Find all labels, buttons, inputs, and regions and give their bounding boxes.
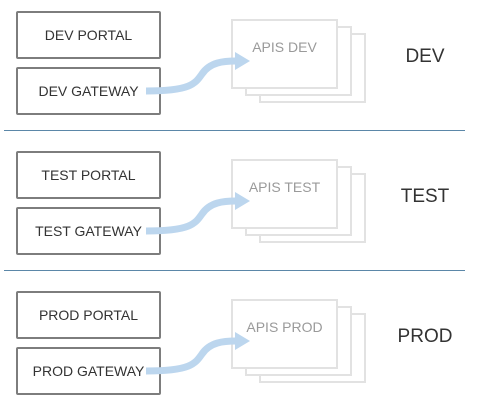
prod-portal-label: PROD PORTAL bbox=[38, 307, 139, 323]
dev-portal-box: DEV PORTAL bbox=[16, 11, 161, 59]
test-apis-label: APIS TEST bbox=[248, 179, 321, 195]
dev-gateway-box: DEV GATEWAY bbox=[16, 67, 161, 115]
test-api-stack-card-front: APIS TEST bbox=[231, 159, 338, 229]
prod-portal-box: PROD PORTAL bbox=[16, 291, 161, 339]
test-gateway-box: TEST GATEWAY bbox=[16, 207, 161, 255]
dev-apis-label: APIS DEV bbox=[252, 39, 317, 55]
dev-portal-label: DEV PORTAL bbox=[44, 27, 133, 43]
prod-arrow-icon bbox=[145, 332, 250, 375]
prod-env-label: PROD bbox=[397, 326, 453, 347]
test-gateway-label: TEST GATEWAY bbox=[35, 223, 142, 239]
dev-arrow-icon bbox=[145, 52, 250, 95]
prod-gateway-label: PROD GATEWAY bbox=[32, 363, 145, 379]
dev-env-label: DEV bbox=[405, 46, 445, 67]
dev-api-stack-card-front: APIS DEV bbox=[231, 19, 338, 89]
prod-api-stack-card-front: APIS PROD bbox=[231, 299, 338, 369]
prod-apis-label: APIS PROD bbox=[246, 319, 323, 335]
test-env-label: TEST bbox=[400, 186, 450, 207]
dev-gateway-label: DEV GATEWAY bbox=[38, 83, 139, 99]
env-row-prod: PROD PORTAL PROD GATEWAY APIS PROD PROD bbox=[0, 280, 479, 410]
divider-test-prod bbox=[4, 270, 465, 271]
test-arrow-icon bbox=[145, 192, 250, 235]
prod-gateway-box: PROD GATEWAY bbox=[16, 347, 161, 395]
env-row-dev: DEV PORTAL DEV GATEWAY APIS DEV DEV bbox=[0, 0, 479, 130]
test-portal-box: TEST PORTAL bbox=[16, 151, 161, 199]
env-row-test: TEST PORTAL TEST GATEWAY APIS TEST TEST bbox=[0, 140, 479, 270]
divider-dev-test bbox=[4, 130, 465, 131]
test-portal-label: TEST PORTAL bbox=[41, 167, 136, 183]
